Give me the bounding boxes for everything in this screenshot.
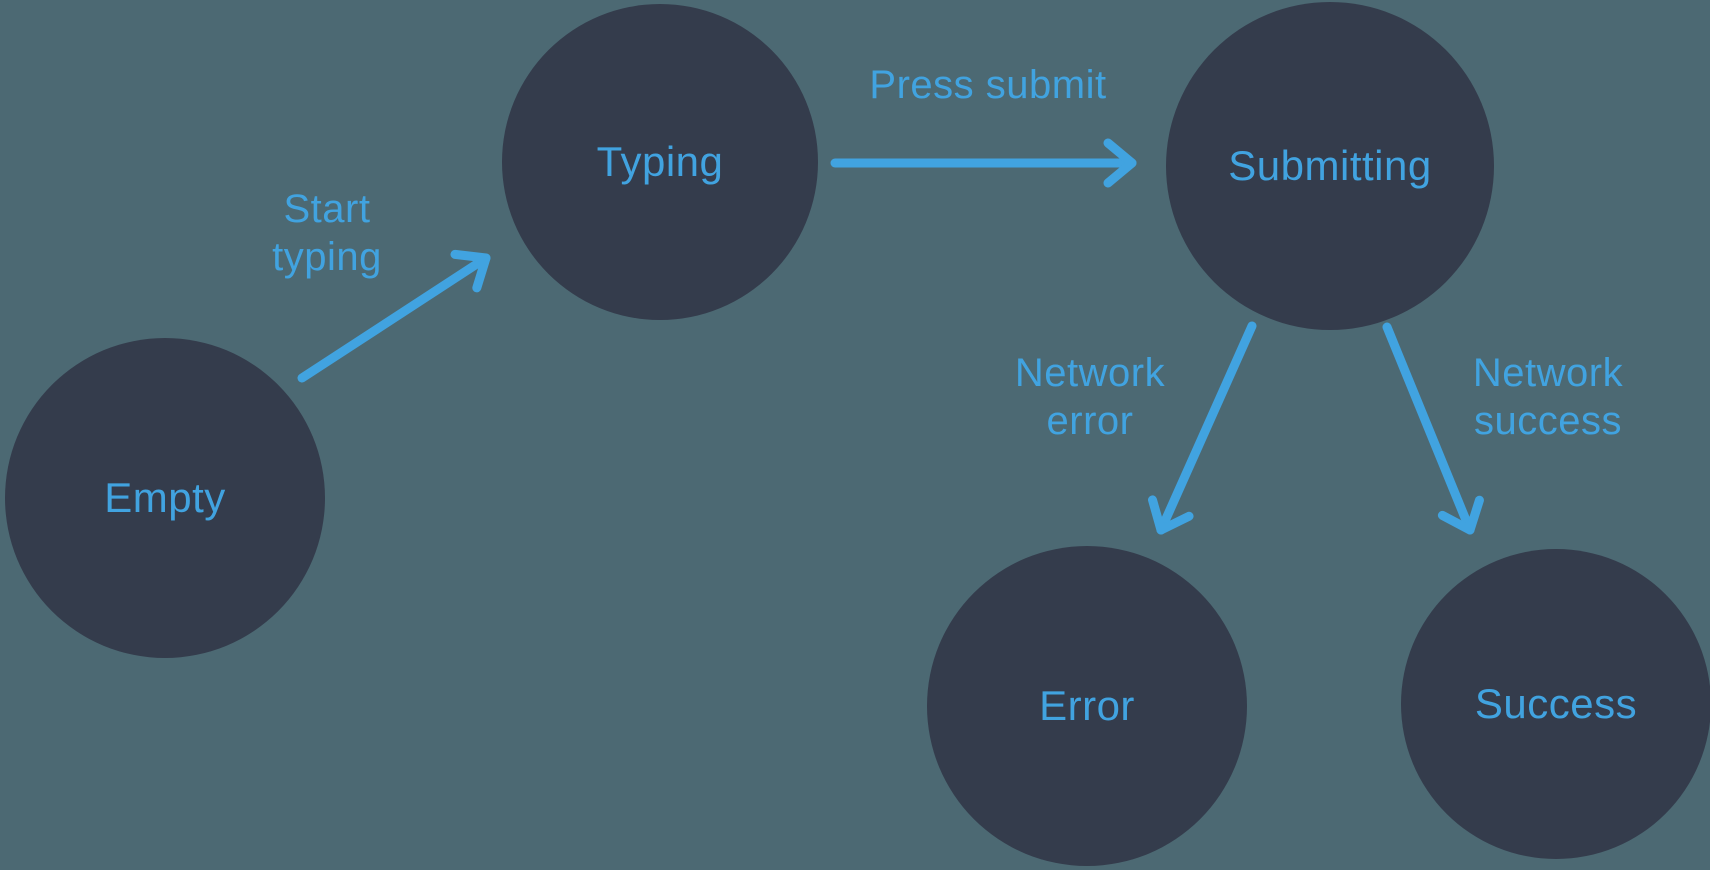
node-success: Success	[1401, 549, 1710, 859]
edge-label-line: typing	[272, 235, 382, 279]
node-success-label: Success	[1474, 680, 1638, 727]
edge-label-line: Start	[283, 187, 371, 231]
edge-arrow-network-error	[1148, 321, 1257, 535]
edge-arrow-network-success	[1382, 322, 1484, 535]
node-submitting-label: Submitting	[1228, 142, 1432, 189]
node-error-label: Error	[1039, 682, 1135, 729]
node-error: Error	[927, 546, 1247, 866]
node-submitting: Submitting	[1166, 2, 1494, 330]
edge-label-start-typing: Start typing	[272, 185, 382, 281]
edge-label-line: success	[1473, 399, 1622, 443]
edge-label-line: Network	[1014, 351, 1166, 395]
node-empty: Empty	[5, 338, 325, 658]
edge-label-network-success: Network success	[1473, 349, 1623, 445]
edge-label-line: Press submit	[869, 63, 1107, 107]
edge-label-line: Network	[1472, 351, 1624, 395]
node-typing-label: Typing	[596, 138, 724, 185]
edge-label-network-error: Network error	[1015, 349, 1165, 445]
node-typing: Typing	[502, 4, 818, 320]
node-empty-label: Empty	[104, 474, 226, 521]
edge-label-line: error	[1046, 399, 1134, 443]
edge-label-press-submit: Press submit	[869, 61, 1106, 109]
